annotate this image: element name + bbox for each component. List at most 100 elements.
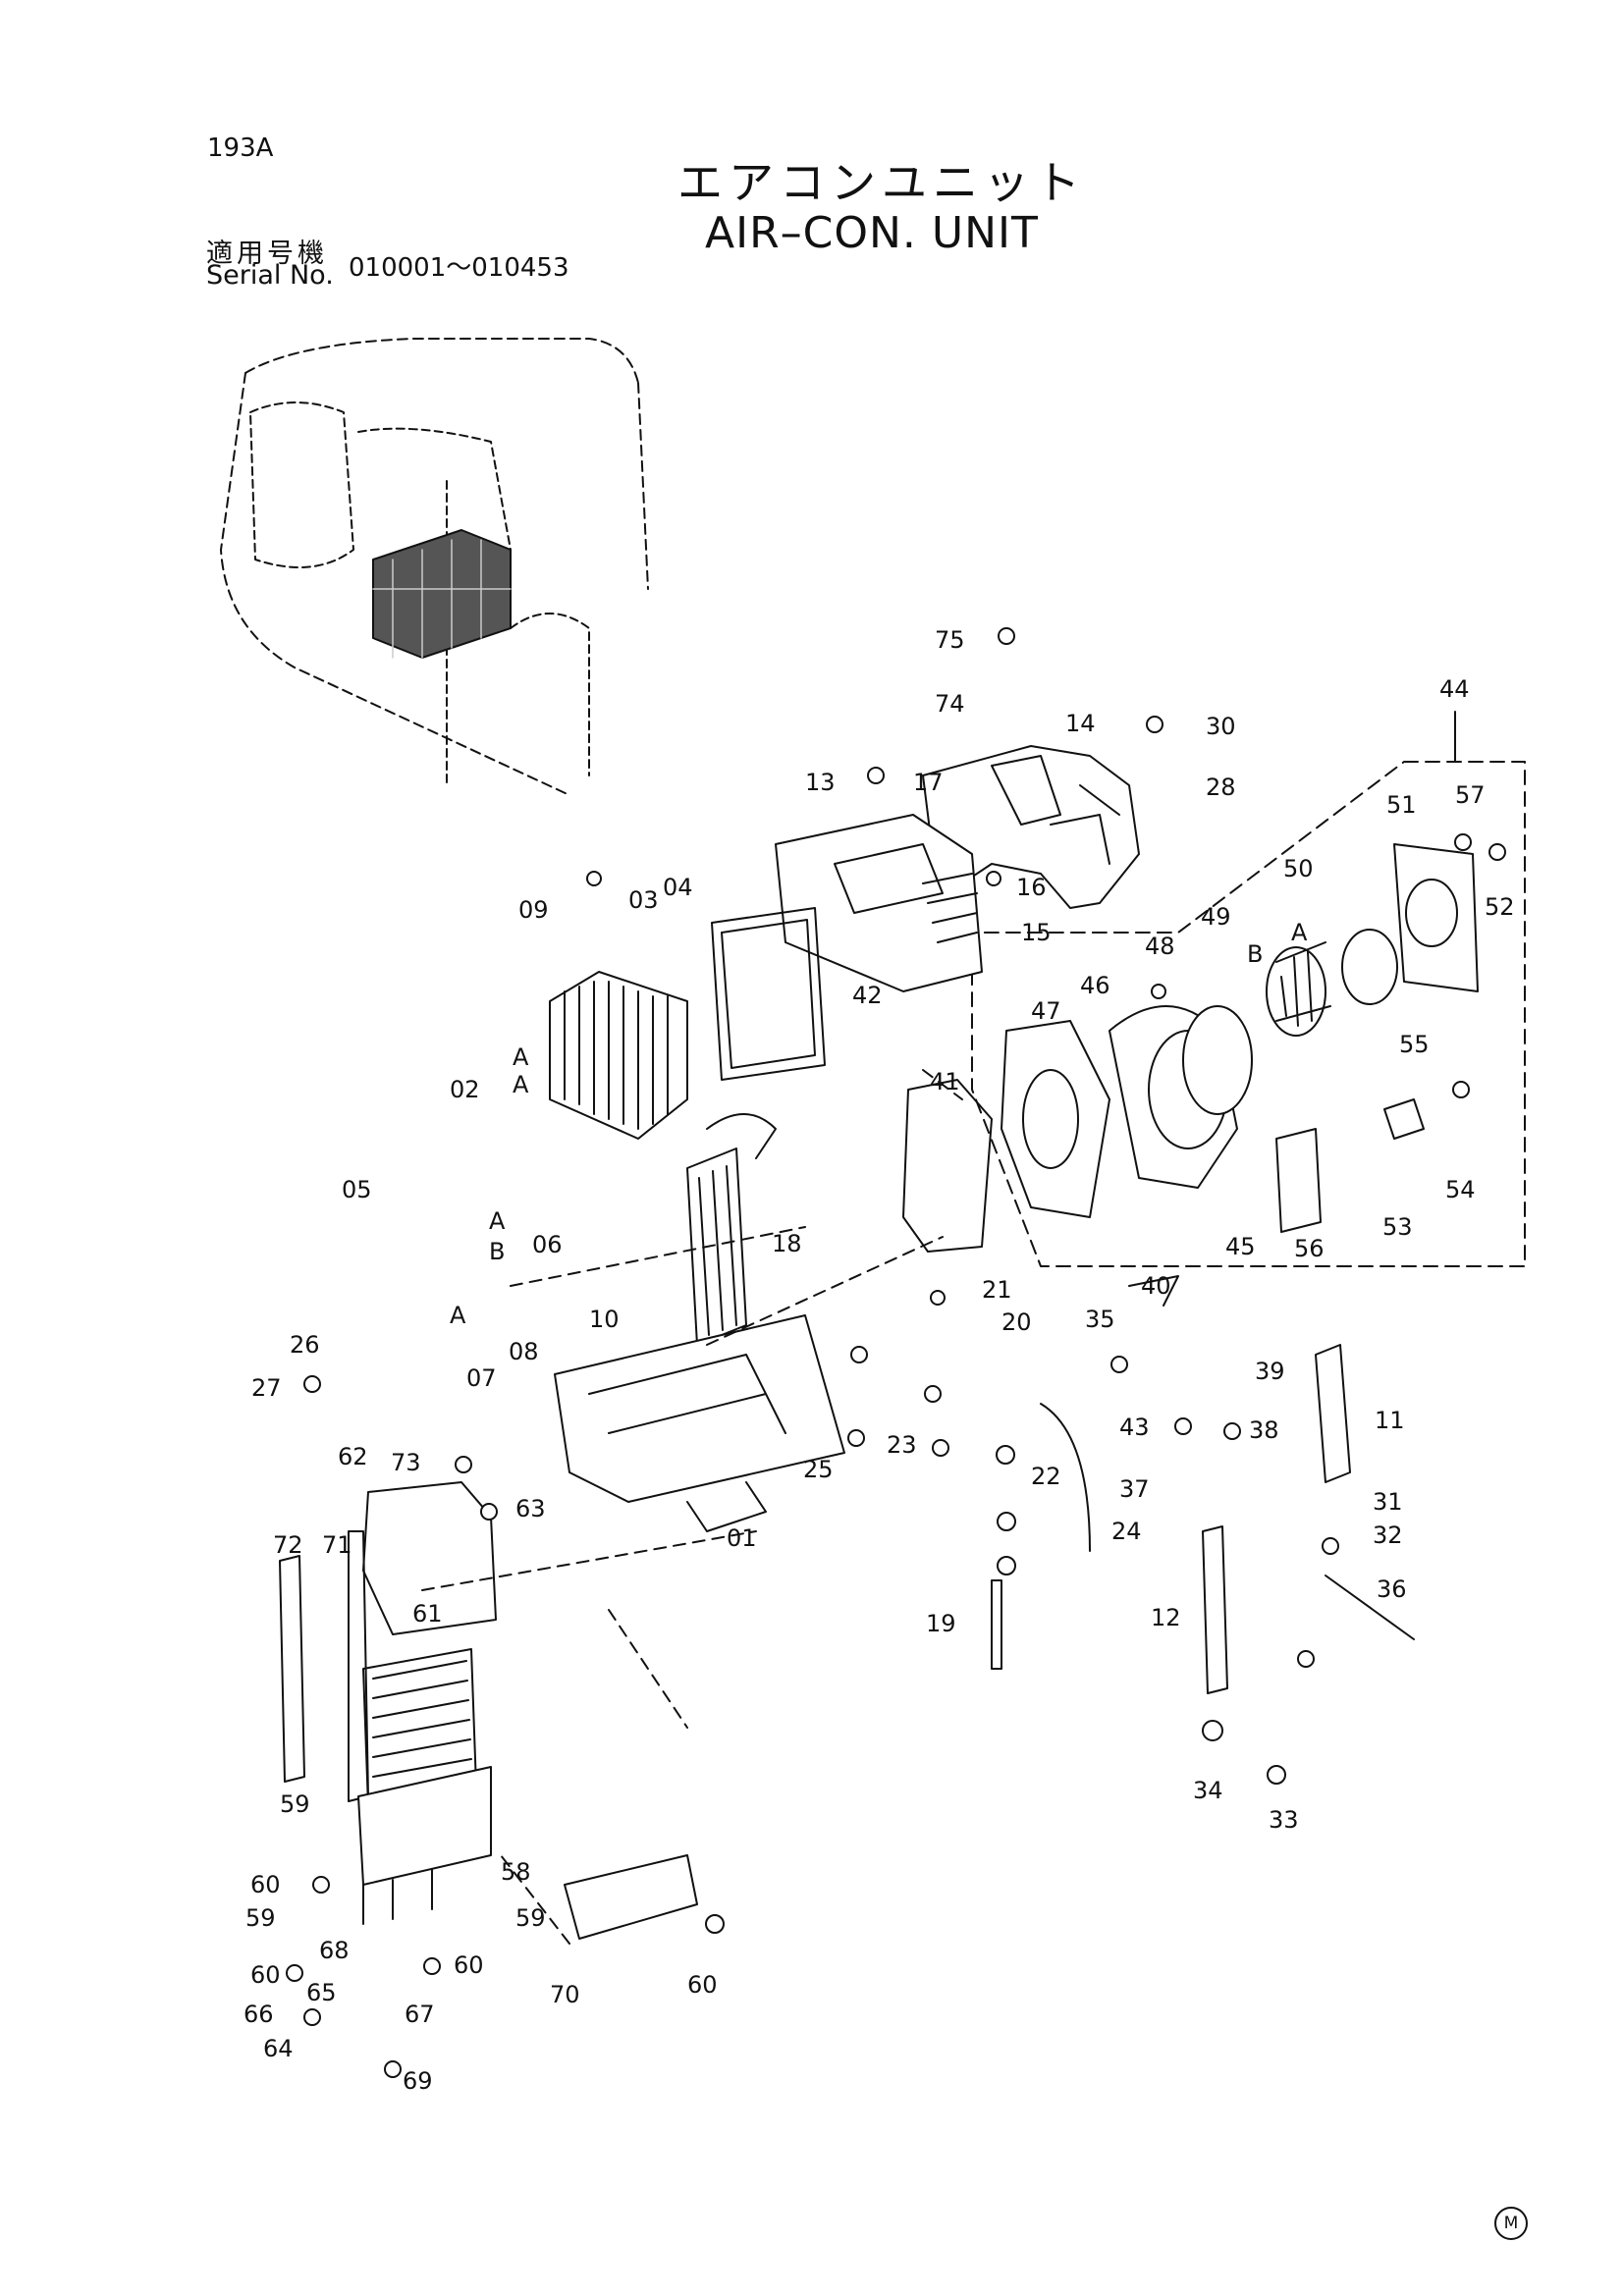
gasket-41 — [902, 1079, 993, 1253]
part-label: 11 — [1375, 1407, 1405, 1434]
part-label: 36 — [1377, 1575, 1407, 1603]
part-label: 23 — [887, 1431, 917, 1459]
part-label: 64 — [263, 2035, 294, 2062]
assembly-lines — [421, 1069, 963, 1945]
title-english: AIR–CON. UNIT — [705, 208, 1039, 258]
part-label: 47 — [1031, 997, 1061, 1025]
serial-range: 010001～010453 — [349, 253, 569, 283]
part-label: 04 — [663, 874, 693, 901]
cover-part — [775, 814, 983, 992]
part-label: 27 — [251, 1374, 282, 1402]
part-label: 09 — [518, 896, 549, 924]
lower-case-part — [554, 1314, 845, 1532]
part-label: 32 — [1373, 1522, 1403, 1549]
link-40 — [1128, 1275, 1179, 1307]
part-label: 14 — [1065, 710, 1096, 737]
group-letter-a: A — [513, 1043, 529, 1071]
part-label: 60 — [250, 1871, 281, 1898]
part-label: 15 — [1021, 919, 1052, 946]
part-label: 50 — [1283, 855, 1314, 882]
part-label: 65 — [306, 1979, 337, 2006]
part-label: 20 — [1001, 1308, 1032, 1336]
part-label: 07 — [466, 1364, 497, 1392]
part-label: 60 — [687, 1971, 718, 1999]
part-label: 13 — [805, 769, 836, 796]
part-label: 21 — [982, 1276, 1012, 1304]
condenser-group — [279, 1481, 497, 1925]
page-code: 193A — [207, 133, 274, 163]
group-letter-a: A — [1291, 919, 1308, 946]
part-label: 22 — [1031, 1463, 1061, 1490]
part-label: 72 — [273, 1531, 303, 1559]
part-label: 67 — [405, 2001, 435, 2028]
part-label: 45 — [1225, 1233, 1256, 1260]
part-label: 06 — [532, 1231, 563, 1258]
part-label: 02 — [450, 1076, 480, 1103]
footer-mark: M — [1494, 2207, 1528, 2240]
part-label: 44 — [1439, 675, 1470, 703]
gasket-part — [711, 907, 826, 1081]
part-label: 30 — [1206, 713, 1236, 740]
part-label: 34 — [1193, 1777, 1223, 1804]
part-label: 41 — [930, 1068, 960, 1095]
group-letter-a: A — [489, 1207, 506, 1235]
part-label: 05 — [342, 1176, 372, 1203]
filter-56 — [1275, 1128, 1322, 1233]
part-label: 53 — [1382, 1213, 1413, 1241]
part-label: 43 — [1119, 1414, 1150, 1441]
blower-housing-part — [1001, 843, 1479, 1218]
part-labels: 75 74 14 30 28 44 13 17 16 15 51 57 52 5… — [243, 626, 1515, 2095]
part-label: 38 — [1249, 1416, 1279, 1444]
part-label: 46 — [1080, 972, 1110, 999]
hose-24 — [1040, 1403, 1091, 1552]
part-label: 75 — [935, 626, 965, 654]
part-label: 60 — [454, 1951, 484, 1979]
evaporator-part — [549, 971, 688, 1140]
part-label: 08 — [509, 1338, 539, 1365]
part-label: 19 — [926, 1610, 956, 1637]
fastener-markers — [286, 627, 1506, 2078]
part-label: 57 — [1455, 781, 1486, 809]
heater-core-part — [686, 1113, 777, 1346]
part-label: 31 — [1373, 1488, 1403, 1516]
part-label: 68 — [319, 1937, 350, 1964]
part-label: 63 — [515, 1495, 546, 1522]
part-label: 10 — [589, 1306, 620, 1333]
part-label: 56 — [1294, 1235, 1325, 1262]
part-label: 35 — [1085, 1306, 1115, 1333]
part-label: 26 — [290, 1331, 320, 1359]
pipe-19 — [991, 1579, 1002, 1670]
part-label: 51 — [1386, 791, 1417, 819]
part-label: 73 — [391, 1449, 421, 1476]
serial-label-english: Serial No. — [206, 260, 334, 291]
cab-overview-illustration — [220, 338, 649, 796]
part-label: 62 — [338, 1443, 368, 1470]
part-label: 60 — [250, 1961, 281, 1989]
gasket-part-inner — [721, 919, 816, 1069]
part-label: 18 — [772, 1230, 802, 1257]
part-label: 39 — [1255, 1358, 1285, 1385]
part-label: 59 — [280, 1790, 310, 1818]
serial-label-japanese: 適用号機 — [206, 239, 328, 269]
rod-36 — [1325, 1575, 1415, 1640]
blower-assembly-boundary — [971, 761, 1526, 1267]
upper-duct-part — [922, 745, 1140, 909]
relay-block-part — [564, 1854, 698, 1940]
part-label: 16 — [1016, 874, 1047, 901]
title-japanese: エアコンユニット — [677, 156, 1086, 209]
part-label: 54 — [1445, 1176, 1476, 1203]
part-label: 01 — [727, 1524, 757, 1552]
part-label: 40 — [1141, 1272, 1171, 1300]
part-label: 28 — [1206, 774, 1236, 801]
part-label: 74 — [935, 690, 965, 718]
part-label: 25 — [803, 1456, 834, 1483]
part-label: 12 — [1151, 1604, 1181, 1631]
resistor-53 — [1383, 1098, 1425, 1140]
part-label: 52 — [1485, 893, 1515, 921]
part-label: 55 — [1399, 1031, 1430, 1058]
group-letter-b: B — [1247, 940, 1263, 968]
part-label: 49 — [1201, 903, 1231, 931]
panel-12 — [1202, 1525, 1228, 1694]
